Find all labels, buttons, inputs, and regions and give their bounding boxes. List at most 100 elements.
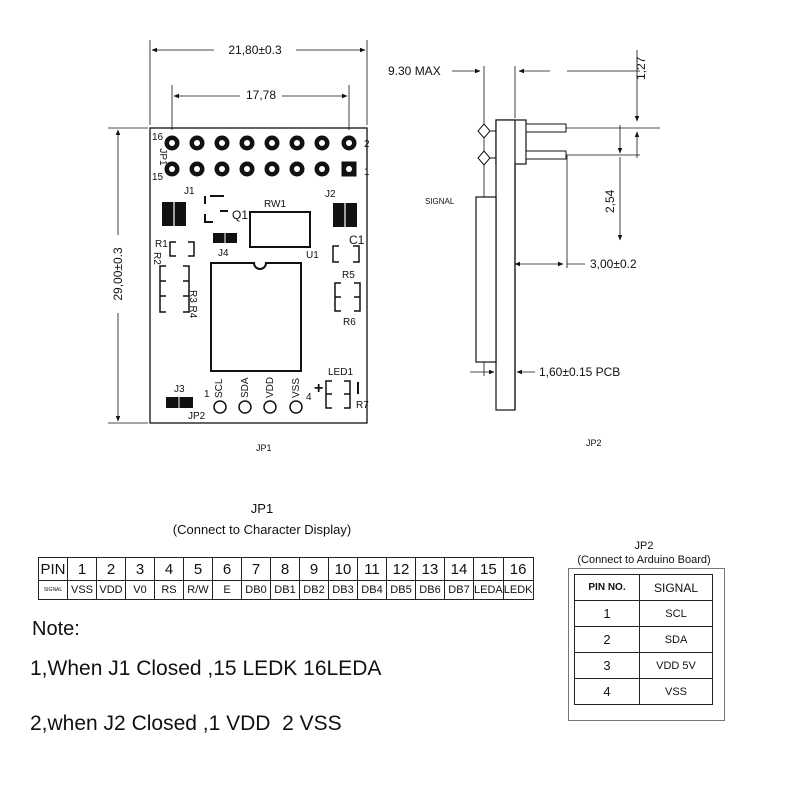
pitch-span-label: 17,78: [246, 88, 276, 102]
r1-outline: [169, 241, 195, 257]
jp2-header-pads: [213, 400, 303, 414]
jp1-signal-cell: LEDA: [473, 580, 504, 600]
jp1-signal-cell: E: [212, 580, 242, 600]
jp1-signal-cell: DB2: [299, 580, 329, 600]
jp2-board-label: JP2: [188, 411, 206, 422]
jp2-table-subtitle: (Connect to Arduino Board): [577, 554, 710, 566]
header-pin-1-label: 1: [204, 389, 210, 400]
pin-1-label: 1: [364, 167, 370, 178]
r5-r6-outline: [334, 282, 361, 312]
jp2-signal-cell: SDA: [639, 626, 713, 653]
jp2-col-signal: SIGNAL: [639, 574, 713, 601]
jp1-pin-cell: 10: [328, 557, 358, 581]
jp1-pin-row: PIN 1 2 3 4 5 6 7 8 9 10 11 12 13 14 15 …: [38, 557, 534, 581]
jp1-signal-cell: DB3: [328, 580, 358, 600]
r2-label: R2: [151, 252, 162, 265]
jp1-signal-cell: VSS: [67, 580, 97, 600]
jp2-signal-cell: VSS: [639, 678, 713, 705]
pin-16-label: 16: [152, 132, 164, 143]
side-pin-lower: [525, 150, 567, 160]
jp1-signal-cell: LEDK: [502, 580, 534, 600]
side-pin-upper: [525, 123, 567, 133]
r5-label: R5: [342, 270, 355, 281]
jp2-pinout-table: PIN NO. SIGNAL 1 SCL 2 SDA 3 VDD 5V 4 VS…: [574, 574, 713, 705]
jp1-table-subtitle: (Connect to Character Display): [173, 522, 351, 537]
c1-outline: [332, 245, 360, 263]
table-row: 1 SCL: [574, 600, 713, 627]
pcb-outline: [149, 127, 368, 424]
side-pcb: [495, 119, 516, 411]
jp2-col-pin: PIN NO.: [574, 574, 640, 601]
j1-label: J1: [184, 186, 195, 197]
r3-r4-outline: [159, 265, 190, 313]
jp1-pin-cell: 14: [444, 557, 474, 581]
jp1-signal-cell: R/W: [183, 580, 213, 600]
jp1-pin-cell: 15: [473, 557, 504, 581]
jp2-pin-cell: 1: [574, 600, 640, 627]
jp1-pin-cell: 5: [183, 557, 213, 581]
note-line-2: 2,when J2 Closed ,1 VDD 2 VSS: [30, 712, 342, 735]
table-row: 2 SDA: [574, 626, 713, 653]
signal-label: SIGNAL: [425, 197, 455, 206]
jp1-pin-cell: 16: [502, 557, 534, 581]
side-view: 9.30 MAX 1,27 SIGNAL 2,54 3,00±0.2: [388, 50, 660, 448]
jp2-signal-cell: SCL: [639, 600, 713, 627]
pin-15-label: 15: [152, 172, 164, 183]
jp1-signal-cell: DB7: [444, 580, 474, 600]
jp1-pin-cell: 7: [241, 557, 271, 581]
pcb-top-view: 21,80±0.3 17,78 29,00±0.3: [108, 40, 370, 453]
jp1-signal-cell: DB0: [241, 580, 271, 600]
jp2-pin-cell: 4: [574, 678, 640, 705]
jp2-pin-cell: 2: [574, 626, 640, 653]
led1-outline: [325, 380, 351, 409]
jp2-table-frame: [568, 568, 725, 721]
jp1-pin-cell: 2: [96, 557, 126, 581]
side-display-module: [475, 196, 497, 363]
jp2-table-title: JP2: [635, 540, 654, 552]
jp1-board-label: JP1: [157, 148, 168, 166]
jp1-pin-cell: 4: [154, 557, 184, 581]
jp1-signal-cell: V0: [125, 580, 155, 600]
pin-length-label: 3,00±0.2: [590, 257, 637, 271]
jp1-pin-cell: 9: [299, 557, 329, 581]
rw1-outline: [249, 211, 311, 248]
j4-label: J4: [218, 248, 229, 259]
note-heading: Note:: [32, 618, 80, 640]
led-plus-label: +: [314, 380, 323, 397]
jp1-signal-row: SIGNAL VSS VDD V0 RS R/W E DB0 DB1 DB2 D…: [38, 580, 534, 600]
pin-2-label: 2: [364, 139, 370, 150]
jp1-signal-cell: RS: [154, 580, 184, 600]
jp1-pin-cell: 13: [415, 557, 445, 581]
led1-label: LED1: [328, 367, 353, 378]
jp1-pin-cell: 3: [125, 557, 155, 581]
pcb-thickness-label: 1,60±0.15 PCB: [539, 365, 620, 379]
jp1-pin-cell: 12: [386, 557, 416, 581]
j2-label: J2: [325, 189, 336, 200]
u1-outline: [210, 262, 302, 372]
r6-label: R6: [343, 317, 356, 328]
pin-offset-label: 1,27: [634, 56, 648, 80]
vss-label: VSS: [291, 378, 302, 398]
r1-label: R1: [155, 239, 168, 250]
jp1-pin-cell: 8: [270, 557, 300, 581]
sda-label: SDA: [240, 377, 251, 398]
max-height-label: 9.30 MAX: [388, 64, 441, 78]
jp1-signal-cell: DB1: [270, 580, 300, 600]
jp1-pinout-table: PIN 1 2 3 4 5 6 7 8 9 10 11 12 13 14 15 …: [38, 557, 534, 600]
width-dimension-label: 21,80±0.3: [228, 43, 282, 57]
u1-label: U1: [306, 250, 319, 261]
jp1-table-title: JP1: [251, 501, 273, 516]
c1-label: C1: [349, 233, 365, 247]
q1-outline: [204, 195, 228, 223]
jp1-pin-cell: 1: [67, 557, 97, 581]
jp2-cut-caption: JP2: [586, 438, 602, 448]
height-dimension-label: 29,00±0.3: [111, 247, 125, 301]
jp1-signal-header: SIGNAL: [38, 580, 68, 600]
q1-label: Q1: [232, 208, 248, 222]
r3-r4-label: R3 R4: [187, 290, 198, 319]
jp1-cut-caption: JP1: [256, 443, 272, 453]
jp2-header-row: PIN NO. SIGNAL: [574, 574, 713, 601]
note-line-1: 1,When J1 Closed ,15 LEDK 16LEDA: [30, 657, 382, 680]
jp1-signal-cell: VDD: [96, 580, 126, 600]
